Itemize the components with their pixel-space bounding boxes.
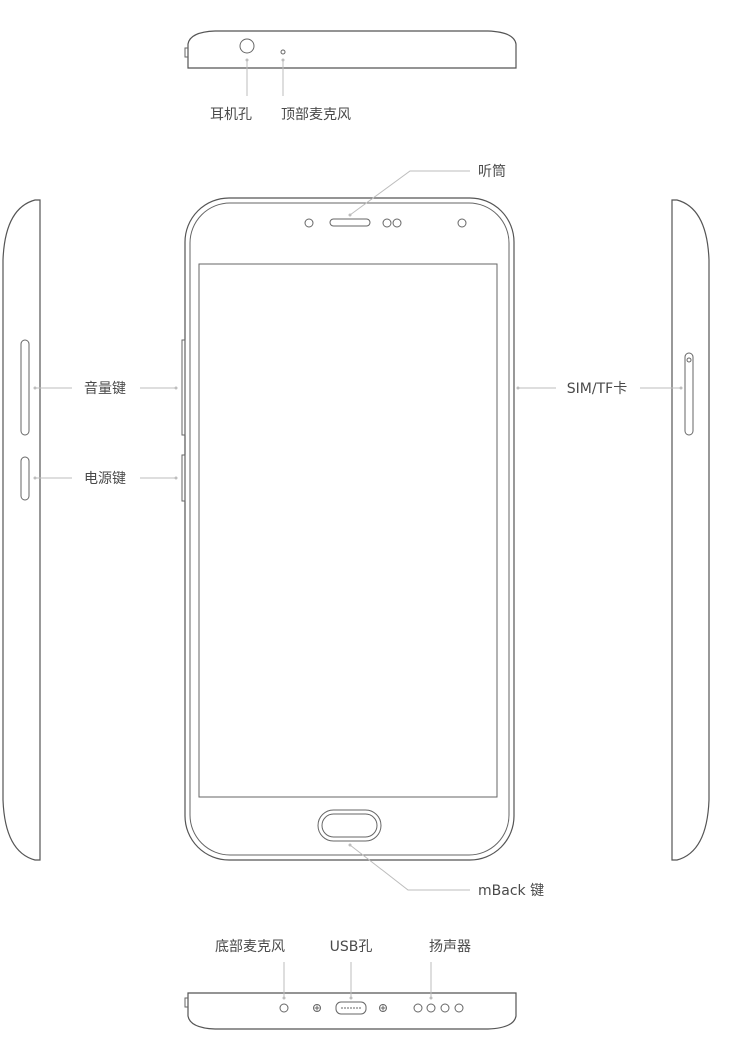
usb-port-callout: USB孔 [330,939,373,1000]
left-side-view [2,199,41,861]
speaker-hole-icon [413,1003,423,1013]
top-edge-outline [187,30,517,69]
usb-port-icon [335,1001,367,1015]
sim-tray-callout: SIM/TF卡 [516,381,683,397]
volume-key-icon [20,339,30,436]
mback-key-label: mBack 键 [478,883,544,899]
right-screw-icon [379,1004,387,1012]
front-view [181,197,515,861]
volume-key-callout: 音量键 [33,380,178,397]
left-side-outline [2,199,41,861]
front-sensor-icon [304,218,314,228]
sim-tray-icon [684,352,694,436]
bottom-edge-outline [187,992,517,1030]
top-edge-view [184,30,517,69]
right-side-view [671,199,710,861]
bottom-mic-hole-icon [279,1003,289,1013]
bottom-edge-side-nub [184,997,188,1008]
earpiece-slot-icon [329,218,371,227]
sim-tray-label: SIM/TF卡 [567,381,627,397]
volume-key-label: 音量键 [84,380,126,397]
speaker-label: 扬声器 [429,939,471,955]
speaker-callout: 扬声器 [429,939,471,1000]
speaker-hole-icon [440,1003,450,1013]
top-mic-hole-icon [280,49,286,55]
power-key-label: 电源键 [84,471,126,487]
front-camera-icon [457,218,467,228]
power-key-callout: 电源键 [33,471,178,487]
earpiece-label: 听筒 [478,163,506,180]
front-body-outline [184,197,515,861]
mback-key-inner-icon [321,813,378,838]
mback-key-outer-icon [317,809,382,842]
mback-key-callout: mBack 键 [348,843,544,899]
headphone-jack-label: 耳机孔 [210,107,252,123]
screen-outline [198,263,498,798]
speaker-hole-icon [426,1003,436,1013]
left-screw-icon [313,1004,321,1012]
headphone-jack-callout: 耳机孔 [210,58,252,123]
speaker-hole-icon [454,1003,464,1013]
front-bezel-outline [189,202,510,856]
front-power-key-edge [181,454,186,502]
top-mic-callout: 顶部麦克风 [281,58,351,123]
usb-port-label: USB孔 [330,939,373,955]
top-edge-side-nub [184,47,188,58]
headphone-jack-icon [239,38,255,54]
top-mic-label: 顶部麦克风 [281,107,351,123]
sim-eject-hole-icon [686,357,692,363]
bottom-mic-label: 底部麦克风 [215,939,285,955]
bottom-edge-view [184,992,517,1030]
light-sensor-icon [392,218,402,228]
front-volume-key-edge [181,339,186,436]
bottom-mic-callout: 底部麦克风 [215,939,286,1000]
power-key-icon [20,456,30,501]
right-side-outline [671,199,710,861]
earpiece-callout: 听筒 [348,163,506,217]
proximity-sensor-icon [382,218,392,228]
